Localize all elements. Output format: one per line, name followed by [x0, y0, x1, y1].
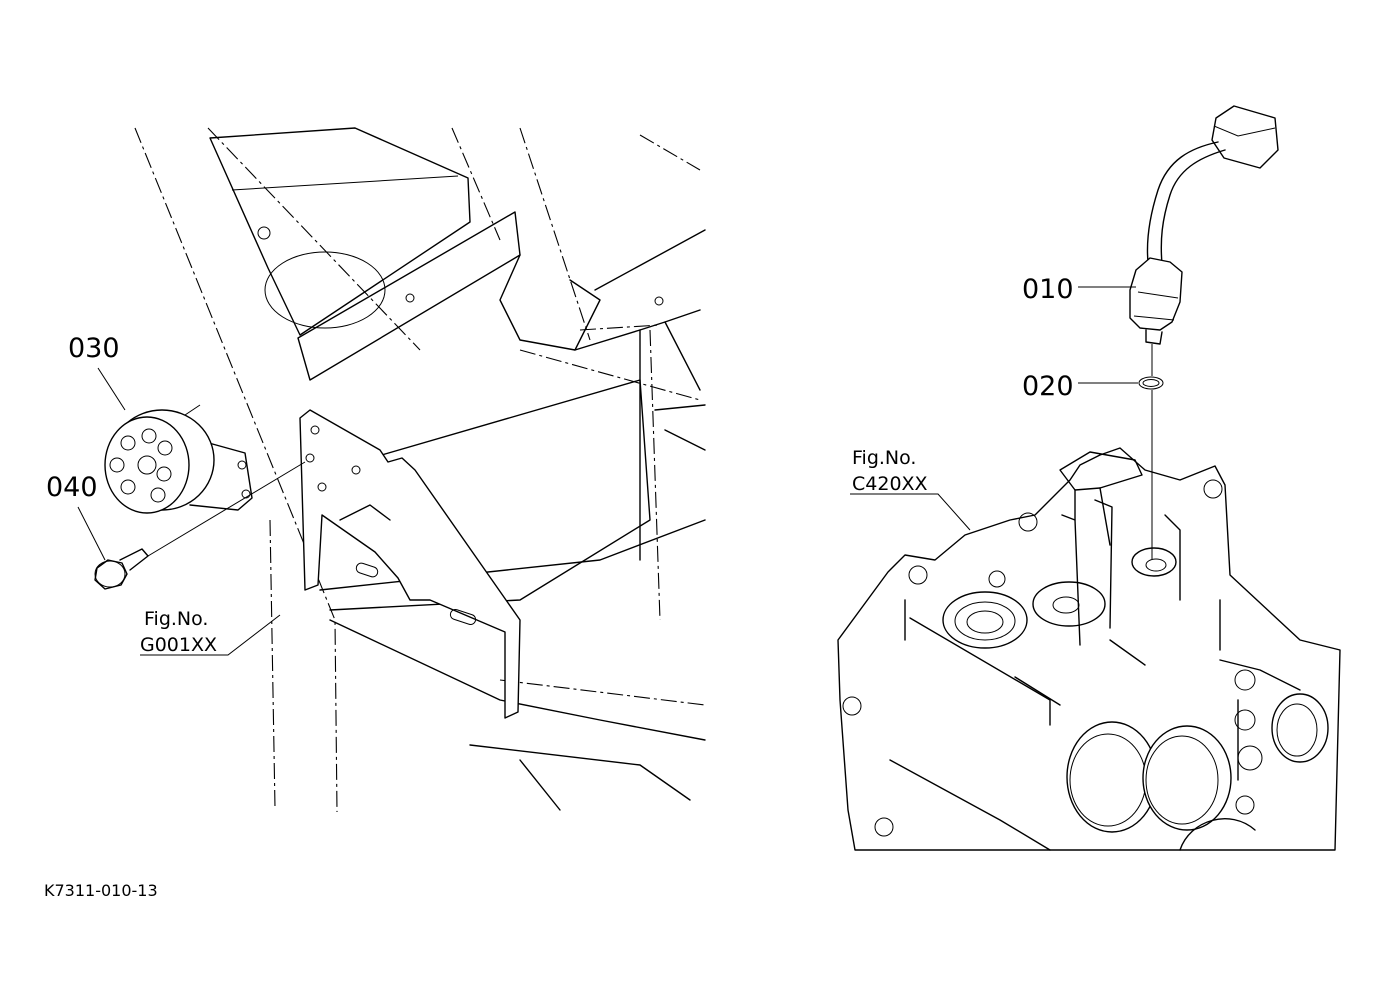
- transmission-case: [837, 447, 1341, 851]
- fig-ref-left-code: G001XX: [140, 634, 217, 656]
- fig-ref-right: Fig.No. C420XX: [850, 447, 971, 531]
- horn-part: [104, 404, 253, 514]
- callout-030: 030: [68, 333, 126, 411]
- fig-ref-left-prefix: Fig.No.: [144, 608, 208, 630]
- fig-ref-right-prefix: Fig.No.: [852, 447, 916, 469]
- fig-ref-right-code: C420XX: [852, 473, 928, 495]
- callout-010: 010: [1022, 274, 1136, 305]
- fig-ref-left: Fig.No. G001XX: [140, 608, 281, 656]
- bolt-part: [94, 461, 306, 590]
- callout-label-020: 020: [1022, 371, 1074, 402]
- callout-label-010: 010: [1022, 274, 1074, 305]
- o-ring-part: [1138, 376, 1164, 390]
- callout-label-030: 030: [68, 333, 120, 364]
- frame-assembly: [134, 127, 706, 813]
- drawing-code: K7311-010-13: [44, 881, 158, 900]
- callout-020: 020: [1022, 371, 1138, 402]
- switch-part: [1129, 105, 1279, 345]
- callout-label-040: 040: [46, 472, 98, 503]
- callout-040: 040: [46, 472, 106, 561]
